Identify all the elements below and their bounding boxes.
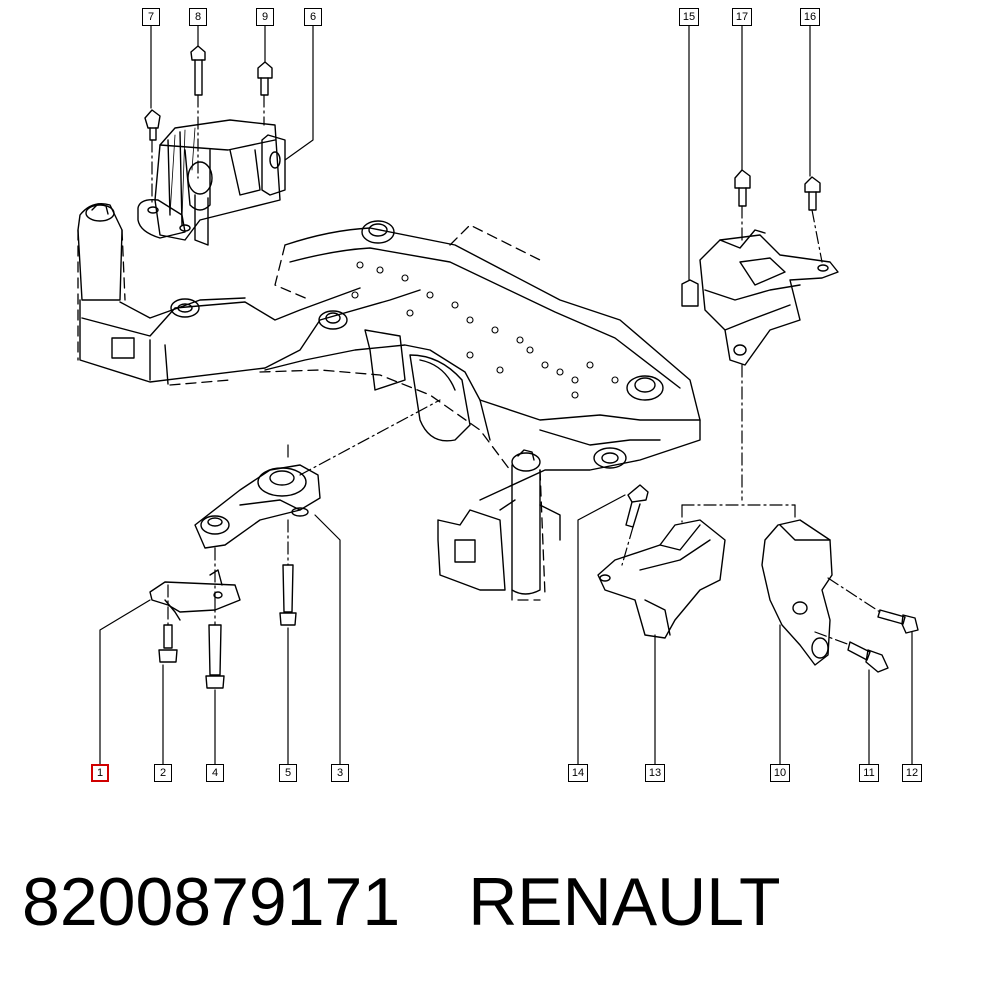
callout-5[interactable]: 5	[279, 764, 297, 782]
engine-mount-upper-left	[137, 119, 286, 246]
bolts-upper-left	[144, 45, 273, 141]
bracket-10	[761, 519, 833, 666]
callout-6[interactable]: 6	[304, 8, 322, 26]
bracket-1	[149, 569, 241, 621]
callout-11[interactable]: 11	[859, 764, 879, 782]
part-caption: 8200879171 RENAULT	[22, 862, 781, 942]
brand-name: RENAULT	[468, 864, 781, 940]
callout-2[interactable]: 2	[154, 764, 172, 782]
callout-3[interactable]: 3	[331, 764, 349, 782]
callout-7[interactable]: 7	[142, 8, 160, 26]
leader-lines	[99, 24, 913, 766]
bolts-lower-left	[158, 564, 297, 689]
callout-1[interactable]: 1	[91, 764, 109, 782]
callout-17[interactable]: 17	[732, 8, 752, 26]
part-number: 8200879171	[22, 864, 401, 940]
callout-14[interactable]: 14	[568, 764, 588, 782]
callout-15[interactable]: 15	[679, 8, 699, 26]
engine-mount-lower-center	[194, 464, 321, 549]
exploded-parts-diagram	[77, 24, 919, 766]
callout-4[interactable]: 4	[206, 764, 224, 782]
callout-8[interactable]: 8	[189, 8, 207, 26]
callout-16[interactable]: 16	[800, 8, 820, 26]
bolts-lower-right	[625, 484, 919, 673]
bracket-13	[597, 519, 726, 639]
callout-9[interactable]: 9	[256, 8, 274, 26]
callout-12[interactable]: 12	[902, 764, 922, 782]
subframe	[77, 203, 701, 601]
callout-13[interactable]: 13	[645, 764, 665, 782]
callout-10[interactable]: 10	[770, 764, 790, 782]
gearbox-mount-upper-right	[681, 169, 839, 366]
